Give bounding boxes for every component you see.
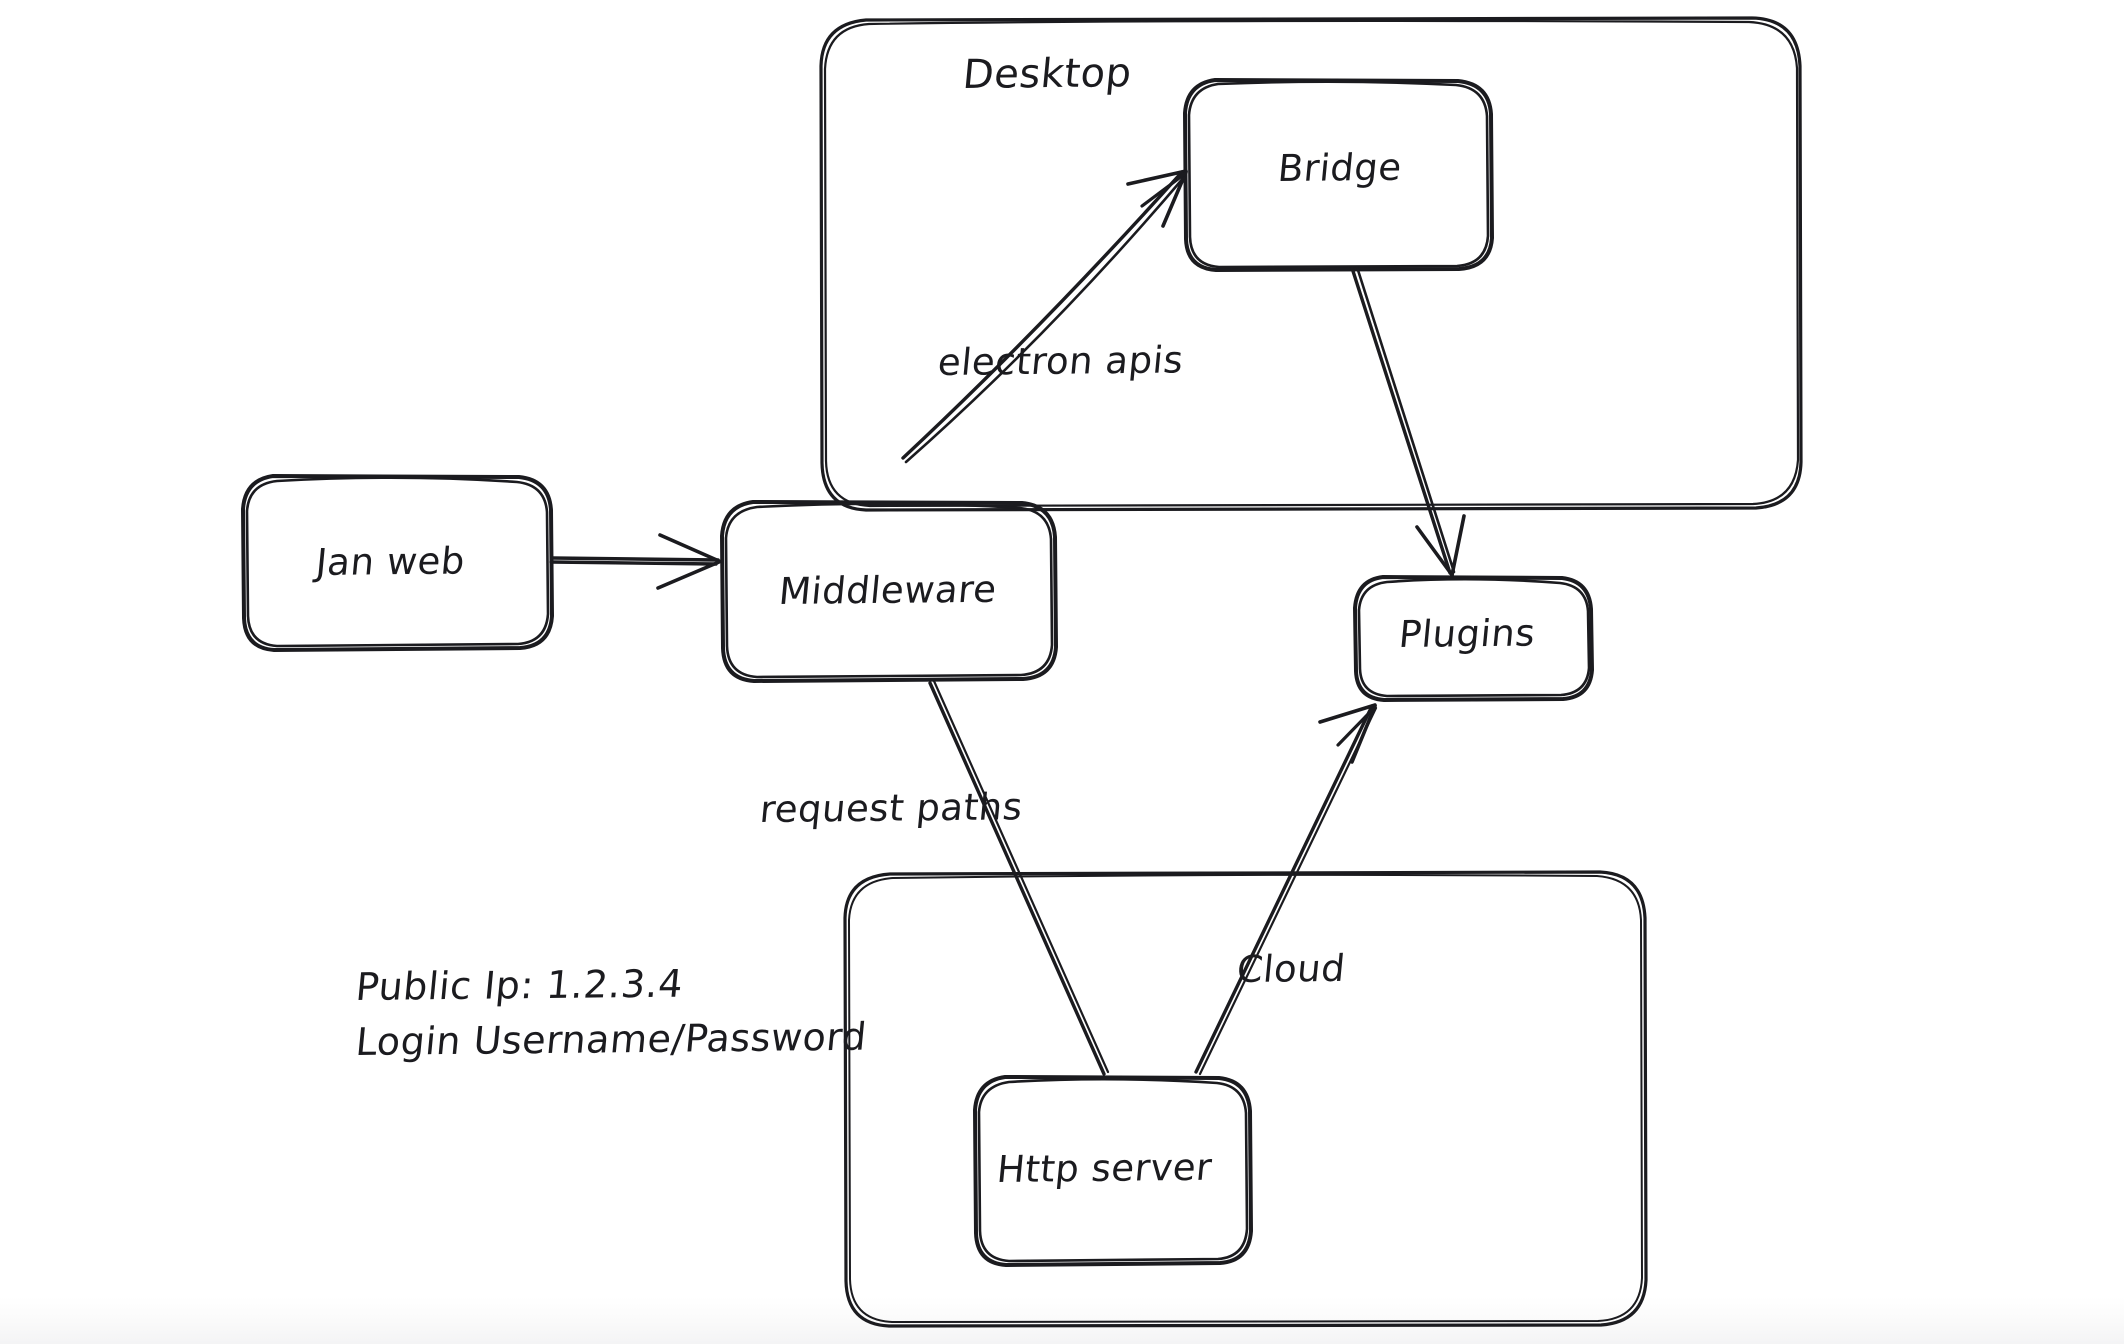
node-label-middleware: Middleware <box>776 567 999 613</box>
edge-middleware-bridge <box>901 169 1188 464</box>
edge-janweb-middleware <box>549 533 721 590</box>
node-label-http-server: Http server <box>994 1145 1214 1191</box>
node-middleware-outline <box>720 500 1058 683</box>
group-label-desktop: Desktop <box>960 50 1134 98</box>
edge-label-cloud: Cloud <box>1234 946 1348 991</box>
node-label-bridge: Bridge <box>1275 145 1404 190</box>
note-login-credentials: Login Username/Password <box>353 1014 869 1064</box>
edge-bridge-plugins <box>1350 265 1466 577</box>
node-plugins-outline <box>1353 575 1594 702</box>
node-http-server-outline <box>973 1075 1253 1267</box>
group-cloud-outline <box>843 870 1648 1328</box>
node-label-jan-web: Jan web <box>313 539 468 584</box>
edge-httpserver-plugins <box>1194 703 1378 1076</box>
note-public-ip: Public Ip: 1.2.3.4 <box>353 961 686 1009</box>
edge-label-request-paths: request paths <box>757 785 1025 831</box>
group-desktop-outline <box>819 16 1803 512</box>
node-label-plugins: Plugins <box>1396 611 1538 656</box>
edge-middleware-httpserver <box>928 679 1110 1076</box>
node-bridge-outline <box>1183 78 1494 272</box>
node-jan-web-outline <box>241 474 554 652</box>
edge-label-electron-apis: electron apis <box>935 338 1186 384</box>
